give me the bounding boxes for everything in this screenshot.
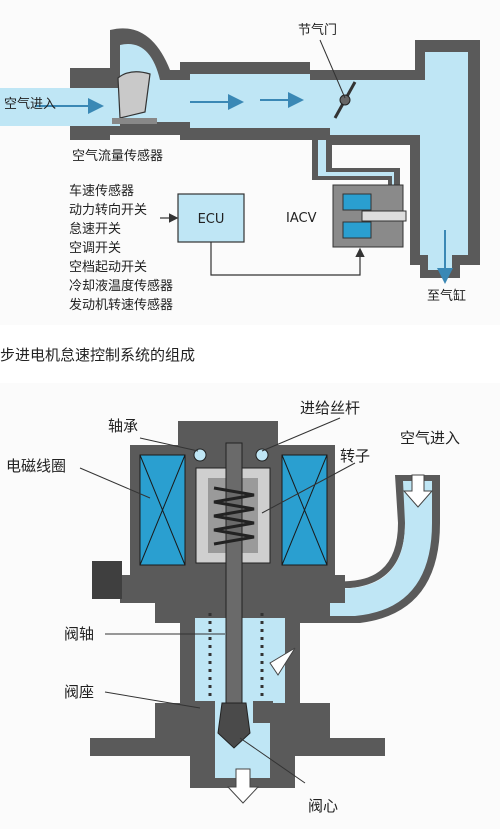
valve-shaft-label: 阀轴 [64,625,94,643]
figure-caption: 步进电机怠速控制系统的组成 [0,346,196,364]
base-plate-left [90,738,200,756]
input-item: 怠速开关 [69,221,121,237]
to-cylinder-label: 至气缸 [427,288,466,304]
air-in-arrow [402,474,434,508]
coil-right-mark [281,454,328,566]
bearing-left [193,448,207,462]
input-item: 发动机转速传感器 [69,297,173,313]
air-in-label: 空气进入 [400,429,460,447]
input-item: 车速传感器 [69,183,134,199]
valve-seat-right [253,701,273,723]
iacv-label: IACV [286,211,317,226]
coil-label: 电磁线圈 [6,457,66,475]
air-inlet-pipe-air [320,481,432,616]
throttle-shaft [339,94,351,106]
rotor-label: 转子 [340,447,370,465]
connector-block [92,561,122,599]
valve-core-leader [239,737,306,784]
idle-control-system-diagram: ECU 节气门 空气进入 空气流量传感器 IACV 至气缸 车速传感器 动力转向… [0,0,500,325]
airflow-sensor-base [112,118,157,124]
feed-screw-label: 进给丝杆 [300,399,360,417]
input-item: 空档起动开关 [69,260,147,275]
ecu-to-iacv-wire [210,242,365,276]
input-list: 车速传感器 动力转向开关 怠速开关 空调开关 空档起动开关 冷却液温度传感器 发… [69,183,173,313]
air-passage [0,44,468,270]
airflow-sensor-flap [117,71,151,119]
throttle-leader [319,39,346,99]
valve-core-label: 阀心 [308,797,338,815]
air-in-label: 空气进入 [4,96,56,112]
input-item: 动力转向开关 [69,202,147,218]
air-out-arrow [226,768,260,804]
valve-core [217,702,251,749]
airflow-sensor-label: 空气流量传感器 [72,148,163,164]
iacv-shaft [361,210,407,222]
coil-leader [79,467,151,499]
bypass-air [318,140,394,206]
system-diagram-svg: ECU 节气门 空气进入 空气流量传感器 IACV 至气缸 车速传感器 动力转向… [0,22,480,313]
valve-diagram-svg: 轴承 进给丝杆 电磁线圈 转子 空气进入 阀轴 阀座 阀心 [6,399,460,815]
throttle-label: 节气门 [298,22,337,38]
input-item: 空调开关 [69,241,121,256]
return-spring [208,613,264,703]
valve-seat-label: 阀座 [64,683,94,701]
valve-shaft [225,442,243,714]
feed-screw-leader [261,417,341,452]
valve-seat-left [195,701,215,723]
valve-seat-leader [104,691,201,709]
bearing-label: 轴承 [108,417,138,435]
rotor-leader [261,462,356,514]
iacv-coil-bottom [342,221,372,239]
bearing-leader [139,437,199,452]
bearing-right [255,448,269,462]
input-item: 冷却液温度传感器 [69,278,173,294]
air-inlet-pipe [320,475,440,623]
feed-screw-spring [213,486,255,546]
stepper-valve-diagram: 轴承 进给丝杆 电磁线圈 转子 空气进入 阀轴 阀座 阀心 [0,383,500,829]
iacv-coil-top [342,193,372,211]
ecu-label: ECU [198,212,225,227]
chamber-flow-arrow [269,647,296,676]
coil-left-mark [139,454,186,566]
base-plate-right [275,738,385,756]
